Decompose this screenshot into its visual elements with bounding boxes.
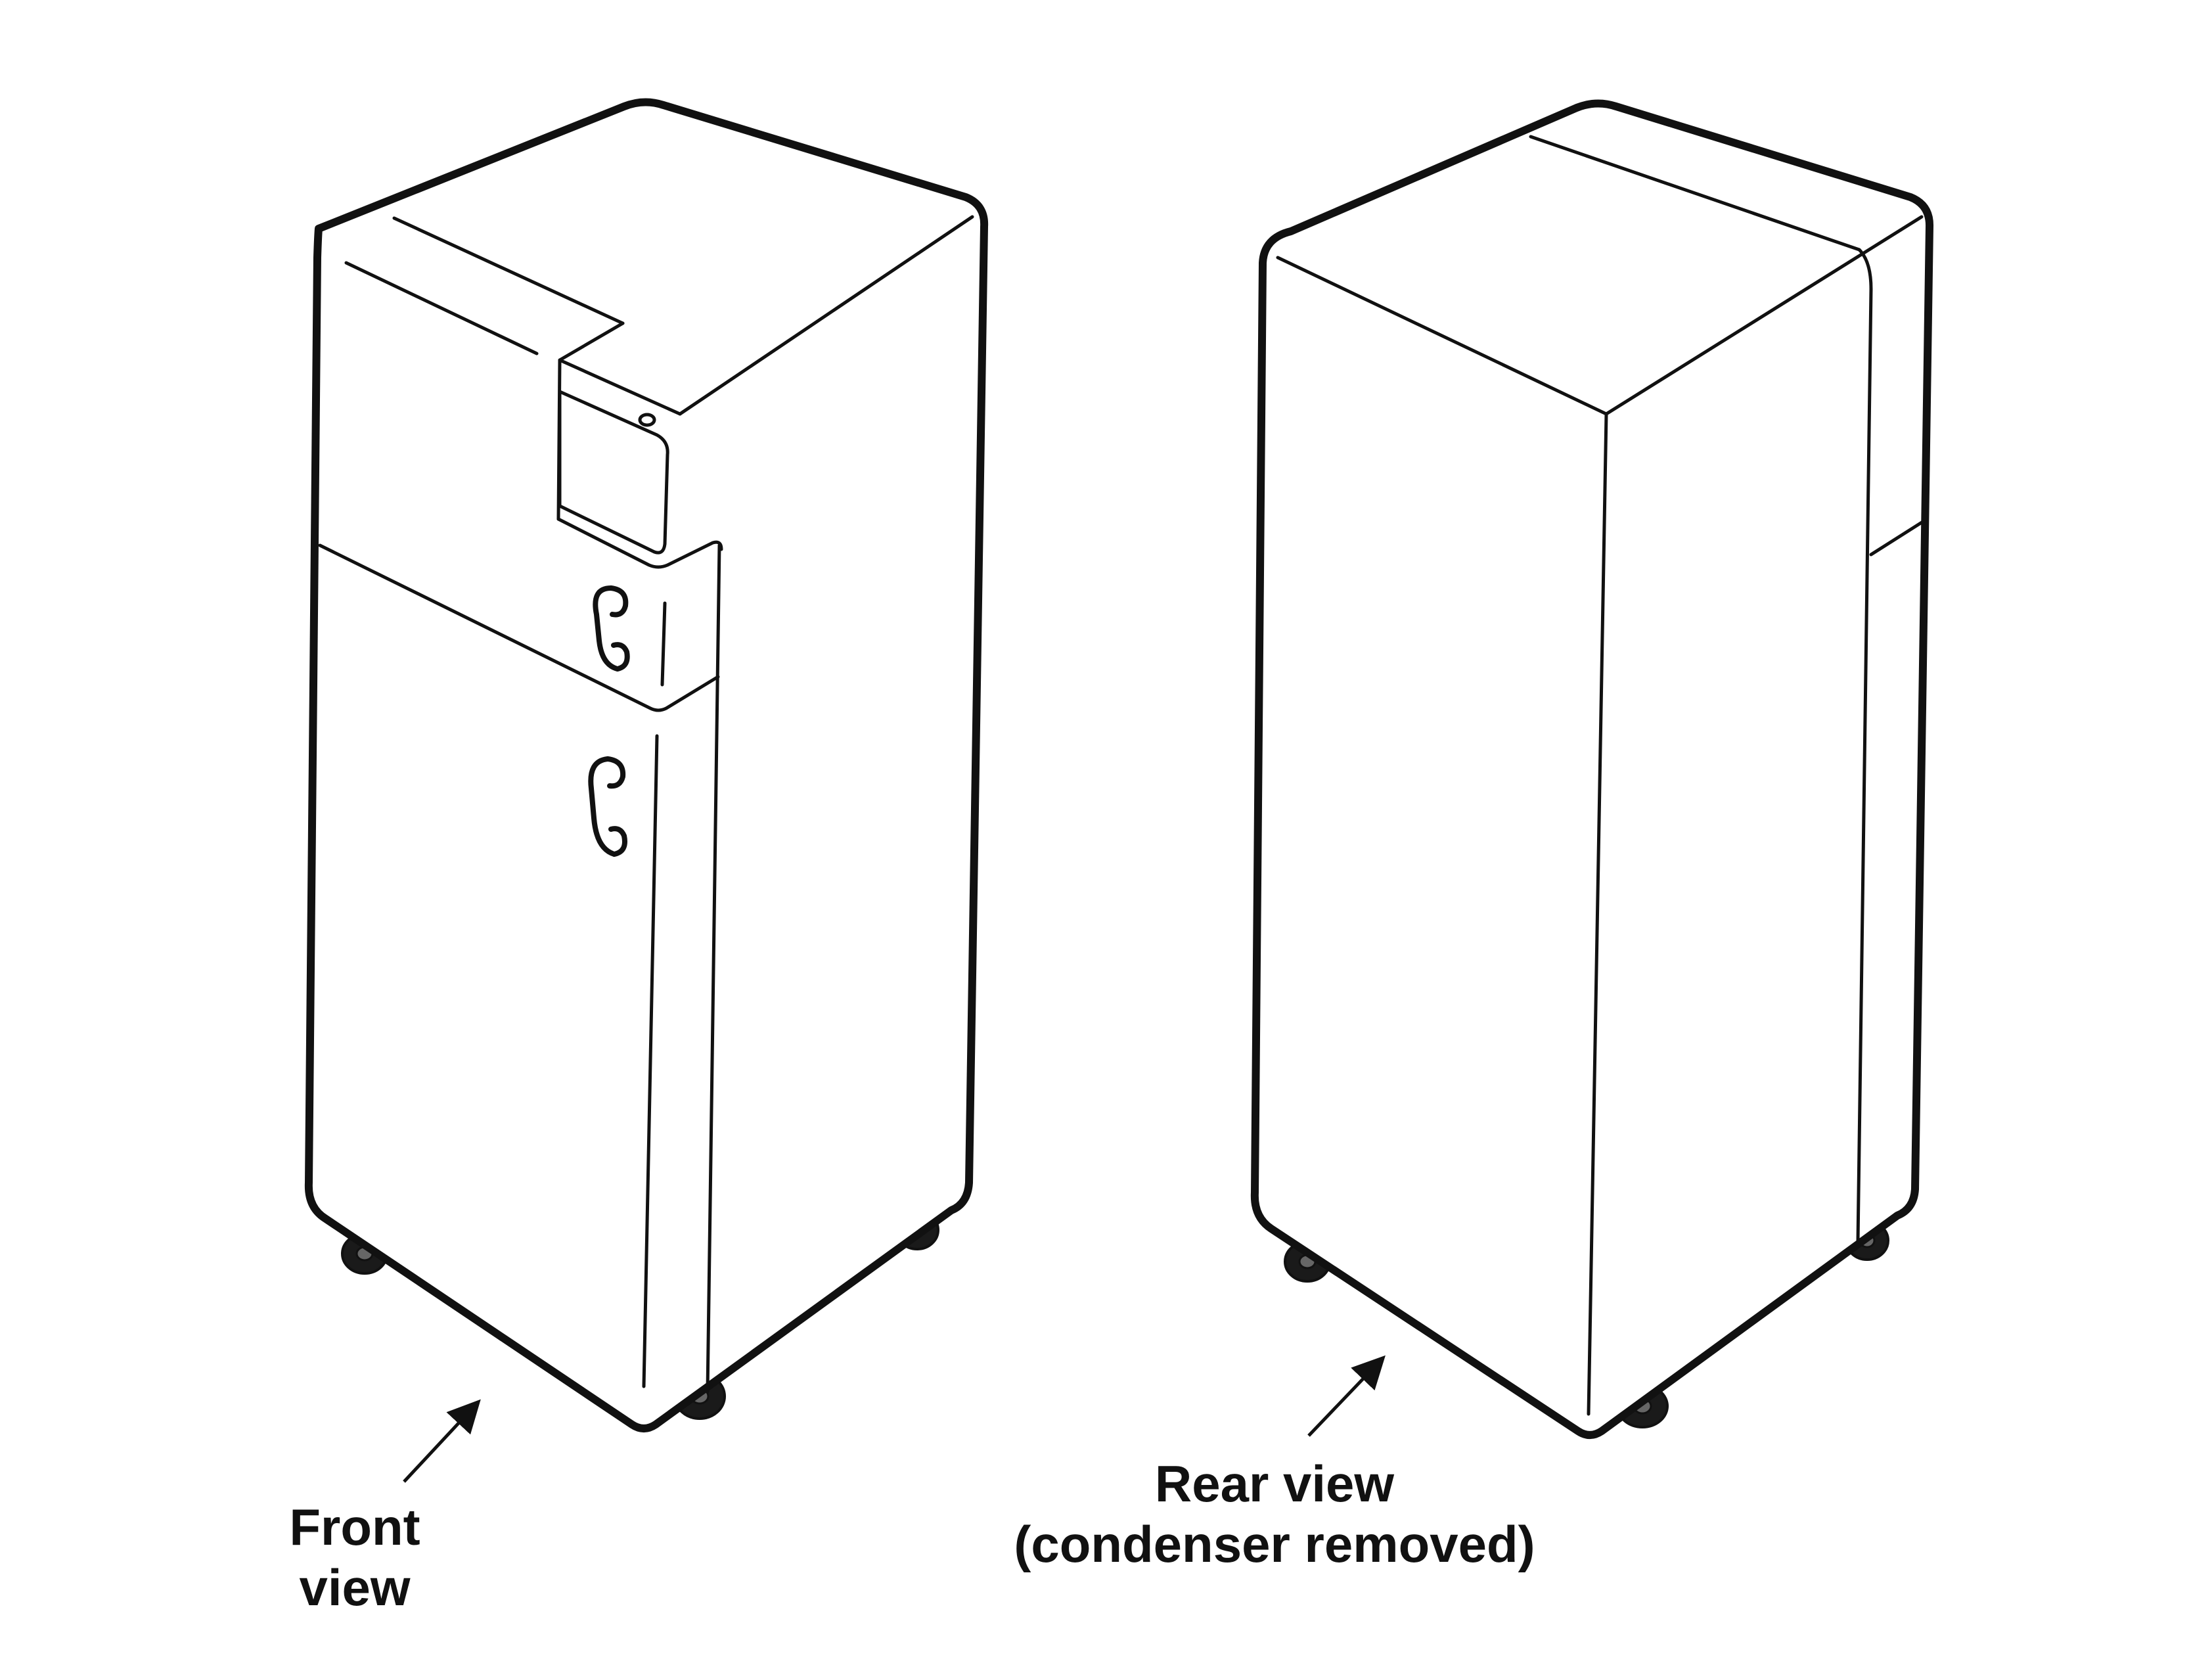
front-cabinet-outline [304,98,989,1432]
rear-view-unit [1250,99,1933,1439]
front-top-left-edge [344,261,539,355]
upper-door-edge [660,601,667,687]
front-top-crease [392,216,625,325]
upper-door-handle [593,585,630,672]
rear-vertical-edge [1587,412,1608,1416]
front-view-unit [304,98,989,1432]
front-view-arrow [403,1399,481,1483]
front-door-seam [318,543,720,712]
rear-cabinet-outline [1250,99,1933,1439]
front-vertical-edge [706,543,721,1394]
indicator-light [638,413,656,427]
rear-top-back-edge [1529,135,1861,252]
front-door-edge [642,734,659,1388]
rear-view-arrow [1307,1355,1386,1437]
front-view-label-line2: view [299,1559,411,1616]
condenser-cavity-edge [1856,248,1873,1244]
front-view-label: Front view [250,1497,460,1618]
front-top-right-edge [678,215,974,416]
rear-view-label-line1: Rear view [1154,1455,1395,1513]
control-recess-bottom [556,517,723,569]
front-view-label-line1: Front [289,1498,420,1556]
lower-door-handle [588,756,627,857]
control-panel [558,390,669,555]
rear-view-label: Rear view (condenser removed) [953,1453,1596,1574]
rear-top-left-edge [1276,256,1608,416]
condenser-cavity-seam [1869,518,1927,557]
rear-top-right-edge [1604,215,1924,416]
rear-view-label-line2: (condenser removed) [1014,1515,1535,1573]
